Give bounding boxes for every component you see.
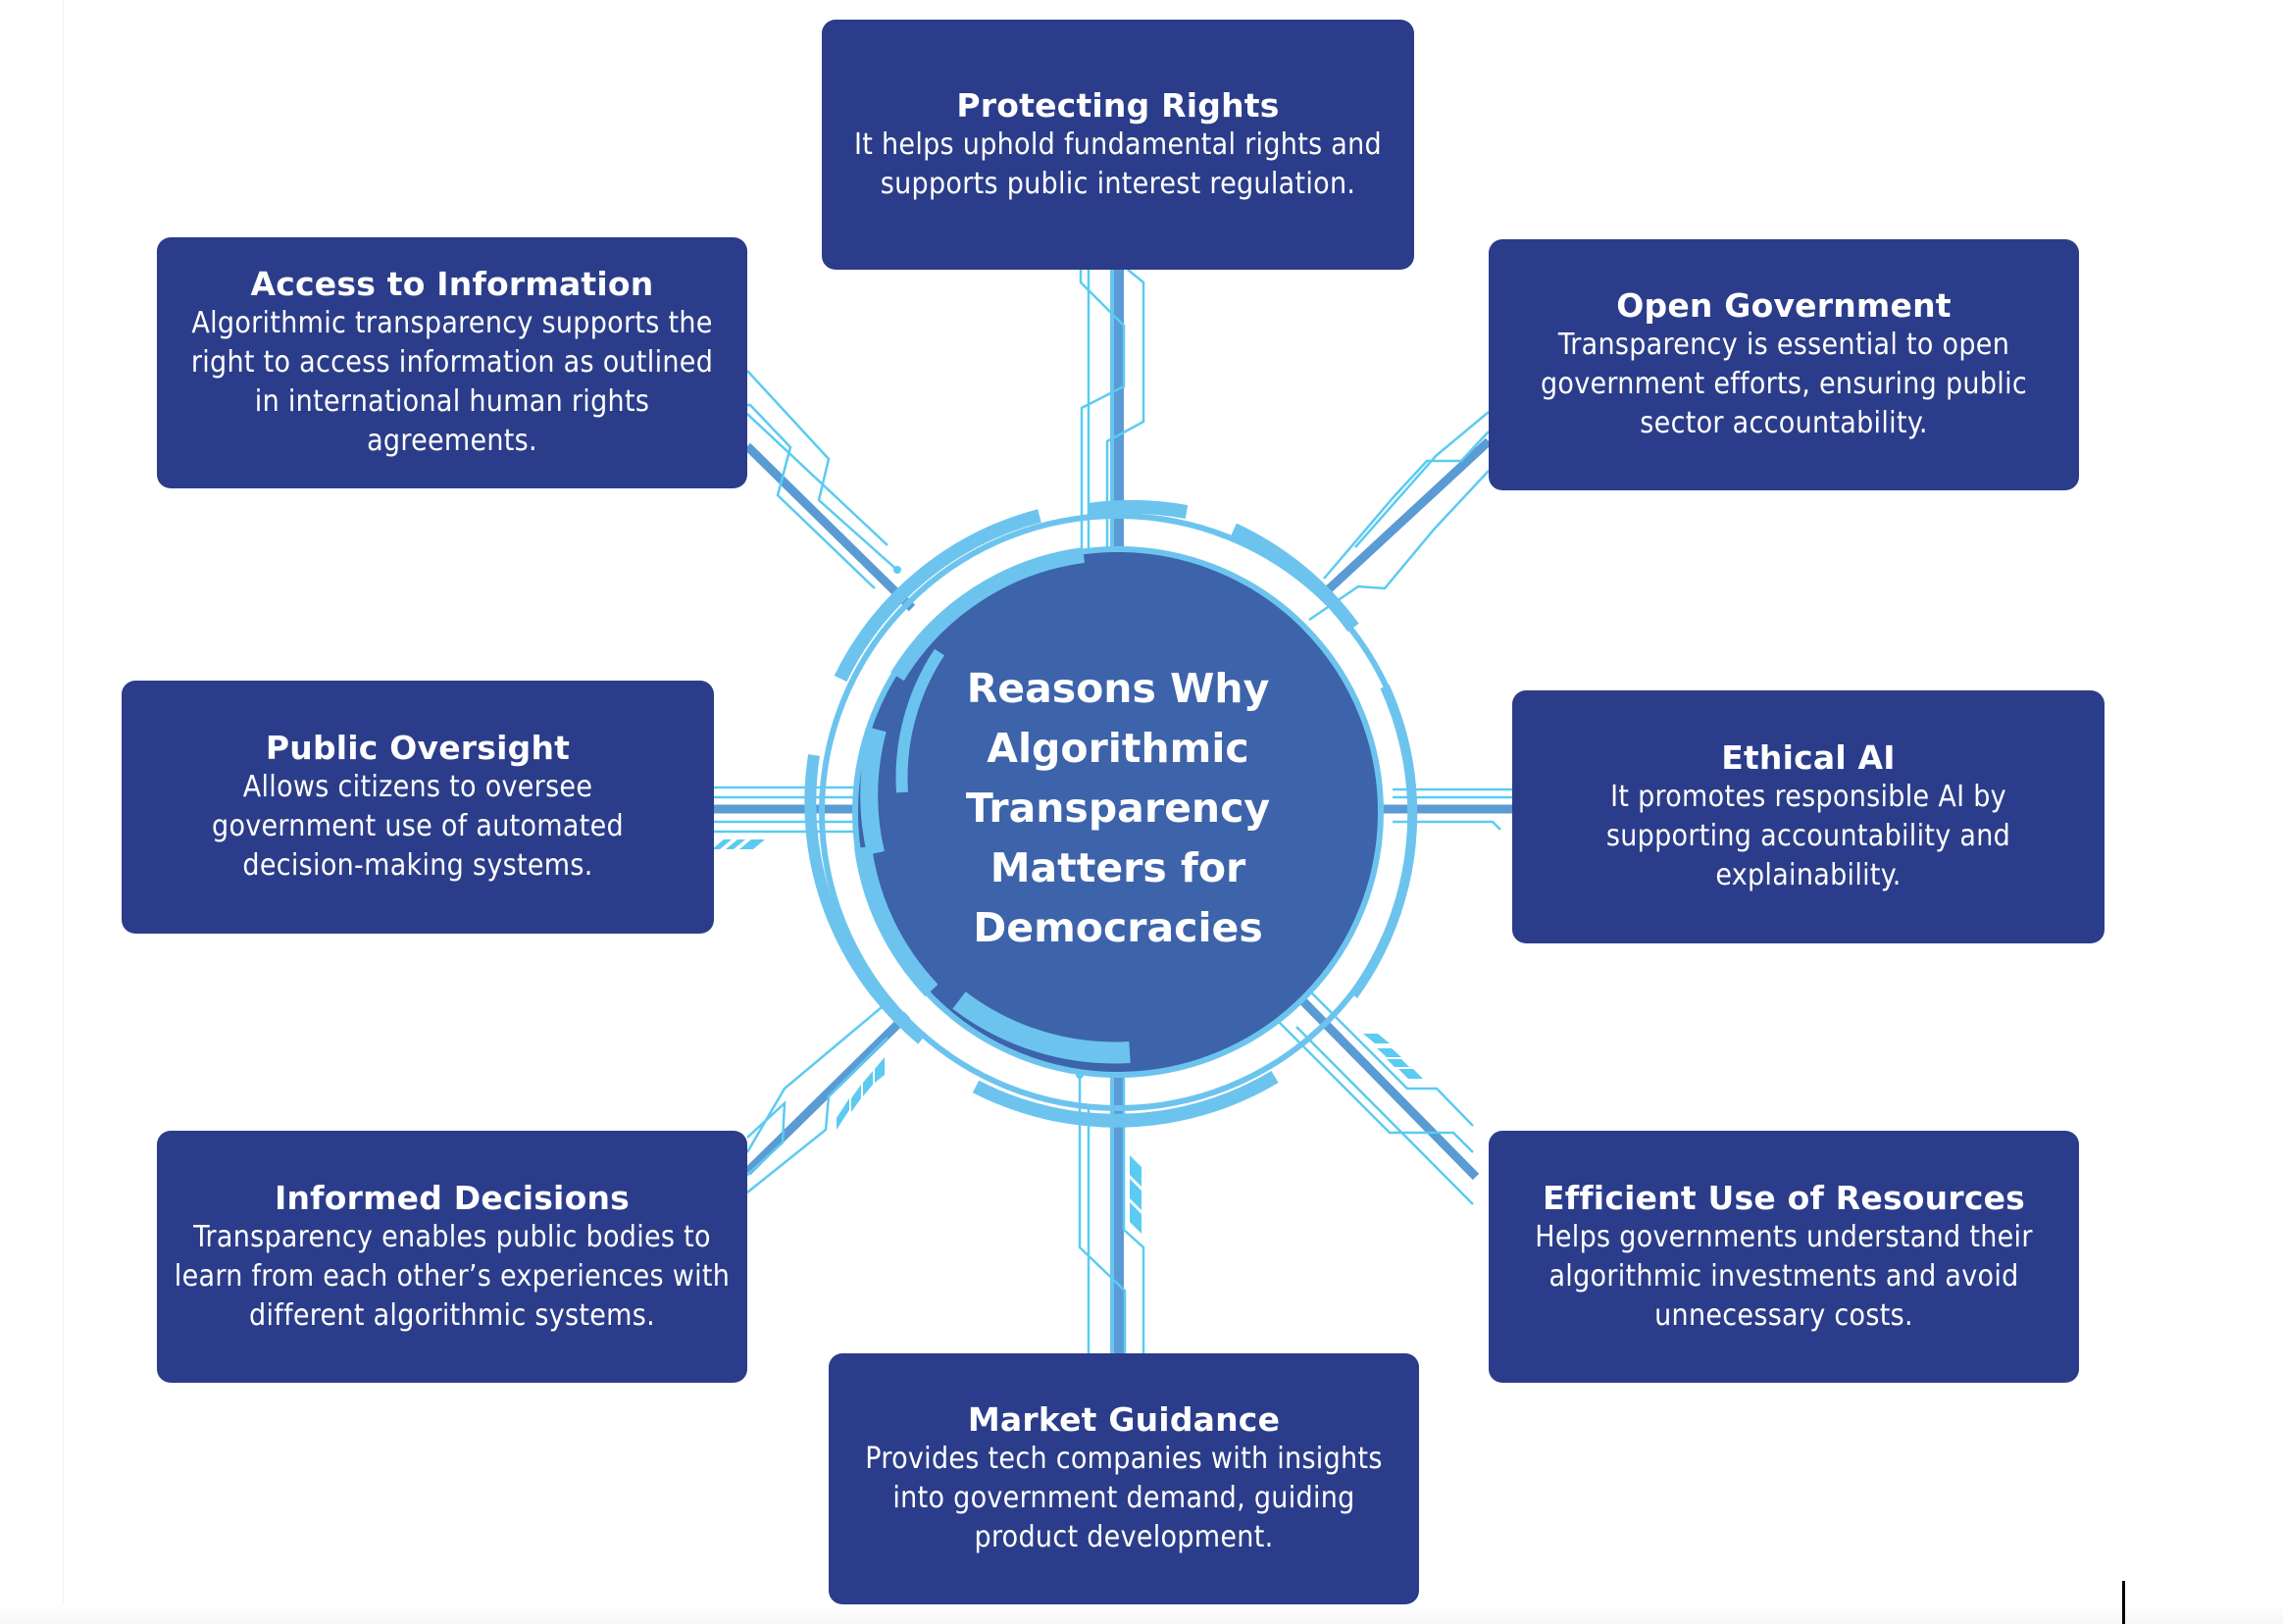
reason-card-efficient-use-of-resources: Efficient Use of Resources Helps governm…: [1489, 1131, 2079, 1383]
ring-arc: [1088, 499, 1189, 519]
inner-arc: [952, 991, 1131, 1064]
inner-arc: [860, 727, 887, 856]
reason-title: Market Guidance: [967, 1400, 1281, 1439]
reason-title: Protecting Rights: [956, 85, 1280, 125]
ring-arc: [834, 509, 1041, 683]
reason-title: Efficient Use of Resources: [1542, 1178, 2026, 1217]
ring-arc: [804, 754, 926, 1044]
reason-description: Helps governments understand their algor…: [1535, 1219, 2033, 1333]
reason-description: It promotes responsible AI by supporting…: [1605, 780, 2011, 892]
reason-card-ethical-ai: Ethical AI It promotes responsible AI by…: [1512, 690, 2105, 943]
reason-description: It helps uphold fundamental rights and s…: [854, 127, 1382, 201]
connector-lower-right: [1274, 985, 1480, 1205]
tick-marks-lower-right: [1363, 1034, 1423, 1079]
reason-title: Public Oversight: [265, 729, 571, 767]
tick-marks-left: [712, 839, 765, 849]
reason-title: Open Government: [1616, 286, 1952, 325]
connector-lower-left: [743, 1001, 911, 1193]
reason-description: Provides tech companies with insights in…: [865, 1442, 1383, 1554]
reason-description: Allows citizens to oversee government us…: [212, 770, 624, 883]
reason-card-public-oversight: Public Oversight Allows citizens to over…: [122, 681, 714, 934]
reason-title: Ethical AI: [1721, 738, 1896, 777]
connectors: [712, 269, 1512, 1353]
tick-marks-bottom: [1130, 1155, 1142, 1234]
inner-arc: [895, 648, 945, 793]
reason-description: Transparency is essential to open govern…: [1540, 328, 2028, 440]
reason-title: Access to Information: [250, 265, 654, 303]
reason-card-open-government: Open Government Transparency is essentia…: [1489, 239, 2079, 490]
reason-title: Informed Decisions: [275, 1178, 630, 1217]
reason-card-protecting-rights: Protecting Rights It helps uphold fundam…: [822, 20, 1414, 270]
inner-arc: [854, 845, 939, 997]
page-edge: [63, 0, 64, 1624]
page-bottom-shadow: [0, 1604, 2283, 1624]
hub-rings: [804, 499, 1418, 1128]
reason-card-market-guidance: Market Guidance Provides tech companies …: [829, 1353, 1419, 1604]
hub-title: Reasons Why Algorithmic Transparency Mat…: [965, 665, 1271, 951]
connector-upper-left: [743, 370, 916, 612]
reason-description: Transparency enables public bodies to le…: [174, 1219, 731, 1333]
inner-arc: [890, 547, 1086, 682]
reason-card-access-to-information: Access to Information Algorithmic transp…: [157, 237, 747, 488]
reason-description: Algorithmic transparency supports the ri…: [190, 306, 714, 458]
ring-arc: [972, 1070, 1279, 1128]
ring-arc: [1348, 684, 1418, 998]
connector-upper-right: [1308, 411, 1493, 622]
text-cursor: [2122, 1581, 2125, 1624]
ring-arc: [1231, 523, 1359, 633]
reason-card-informed-decisions: Informed Decisions Transparency enables …: [157, 1131, 747, 1383]
tick-marks-lower-left: [837, 1057, 885, 1130]
